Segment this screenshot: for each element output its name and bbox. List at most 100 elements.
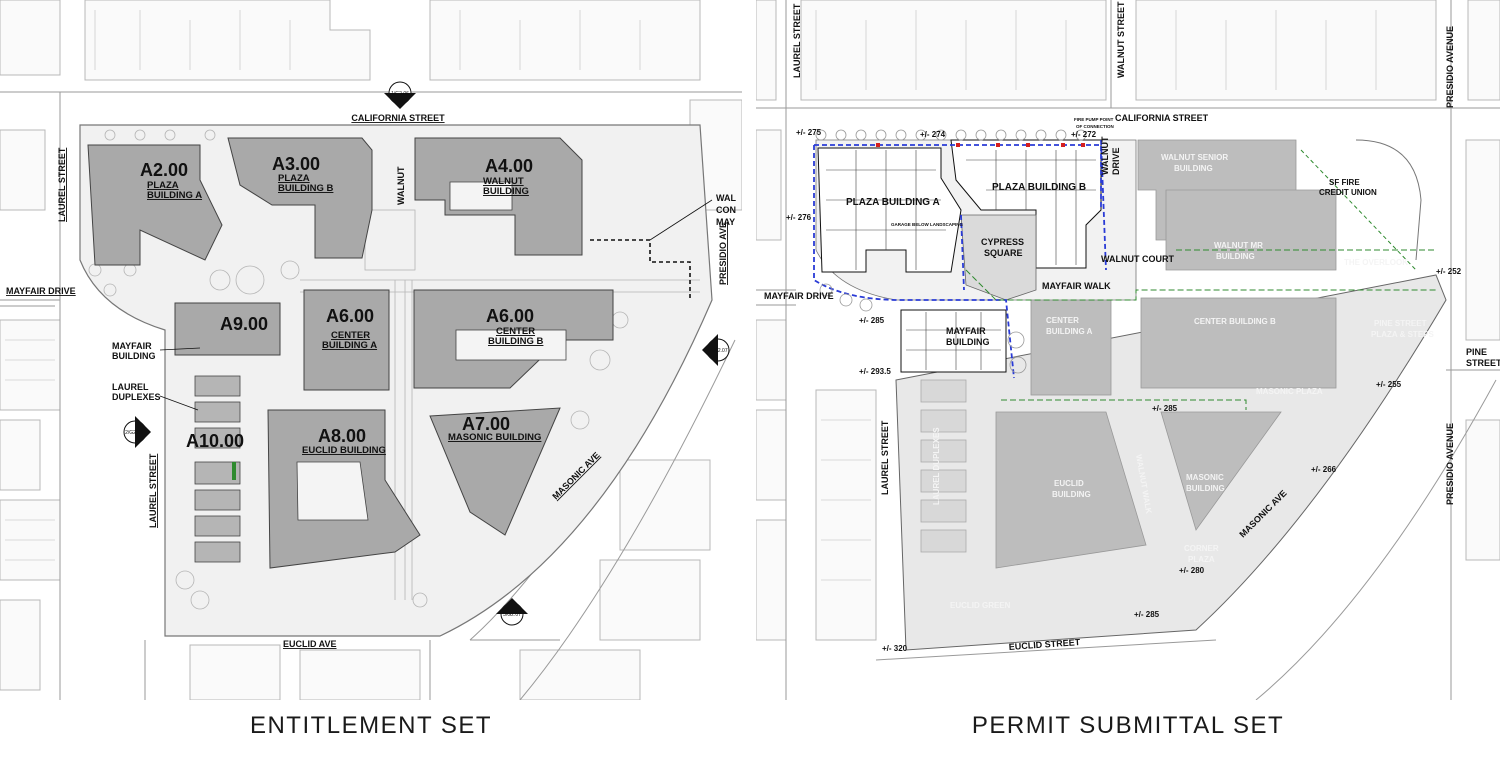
- callout-walnut-3: MAY: [716, 217, 735, 227]
- walnut-senior-label-2: BUILDING: [1174, 164, 1213, 173]
- garage-note: GARAGE BELOW LANDSCAPING: [891, 222, 963, 227]
- street-laurel-top: LAUREL STREET: [57, 147, 67, 222]
- elev-266: +/- 266: [1311, 465, 1337, 474]
- masonic-building-label-2: BUILDING: [1186, 484, 1225, 493]
- elev-280: +/- 280: [1179, 566, 1205, 575]
- building-a6-center-a: [303, 289, 390, 391]
- building-a7: [429, 407, 561, 536]
- center-building-b: [1140, 297, 1337, 389]
- street-presidio-top: PRESIDIO AVENUE: [1445, 26, 1455, 108]
- svg-text:1/G2.06: 1/G2.06: [391, 91, 409, 97]
- callout-walnut-leader: [649, 199, 713, 241]
- context-detail-right: [815, 10, 1377, 581]
- building-a9-code: A9.00: [220, 314, 268, 334]
- street-presidio: PRESIDIO AVE: [718, 222, 728, 285]
- elev-320: +/- 320: [882, 644, 908, 653]
- sf-fire-label-1: SF FIRE: [1329, 178, 1360, 187]
- future-buildings: [995, 139, 1337, 569]
- svg-text:4/A2.07: 4/A2.07: [710, 348, 727, 354]
- walnut-connection-path: [590, 239, 691, 300]
- cypress-square-area: [960, 214, 1037, 301]
- elev-274: +/- 274: [920, 130, 946, 139]
- section-marker-right: 4/A2.07: [702, 334, 730, 366]
- masonic-building-label-1: MASONIC: [1186, 473, 1224, 482]
- callout-mayfair-leader: [159, 347, 201, 351]
- street-euclid: EUCLID AVE: [283, 639, 337, 649]
- masonic-building: [1160, 411, 1282, 531]
- mayfair-building-label-2: BUILDING: [946, 337, 990, 347]
- pine-plaza-label-1: PINE STREET: [1374, 319, 1427, 328]
- mayfair-building-detailed: [900, 309, 1007, 373]
- section-marker-bottom: 3/G2.07: [496, 598, 528, 626]
- masonic-plaza-label: MASONIC PLAZA: [1256, 387, 1323, 396]
- building-a4-code: A4.00: [485, 156, 533, 176]
- svg-text:3/G2.07: 3/G2.07: [503, 612, 521, 618]
- center-a-label-1: CENTER: [1046, 316, 1079, 325]
- walnut-mr-label-2: BUILDING: [1216, 252, 1255, 261]
- building-a8-code: A8.00: [318, 426, 366, 446]
- callout-walnut-2: CON: [716, 205, 736, 215]
- svg-text:2/G2.06: 2/G2.06: [125, 430, 143, 436]
- center-building-a: [1030, 299, 1112, 396]
- building-a7-name1: MASONIC BUILDING: [448, 432, 541, 443]
- plaza-building-b-label: PLAZA BUILDING B: [992, 182, 1086, 193]
- fire-pump-label-2: OF CONNECTION: [1076, 124, 1114, 129]
- permit-site-plan-svg: PLAZA BUILDING A PLAZA BUILDING B CYPRES…: [756, 0, 1500, 700]
- fire-pump-label-1: FIRE PUMP POINT: [1074, 117, 1114, 122]
- building-a9: [174, 302, 281, 356]
- street-laurel-top-right: LAUREL STREET: [792, 3, 802, 78]
- elev-255: +/- 255: [1376, 380, 1402, 389]
- building-a6a-name1: CENTER: [331, 330, 370, 341]
- entitlement-set-caption: ENTITLEMENT SET: [249, 712, 493, 739]
- mayfair-walk-label: MAYFAIR WALK: [1042, 281, 1111, 291]
- building-a2-code: A2.00: [140, 160, 188, 180]
- floor-plan-lines: [826, 150, 1096, 370]
- street-walnut-drive-1: WALNUT: [1100, 136, 1110, 175]
- entitlement-set-plan: A2.00 PLAZA BUILDING A A3.00 PLAZA BUILD…: [0, 0, 742, 700]
- the-overlook-label: THE OVERLOOK: [1344, 258, 1408, 267]
- walnut-senior-label-1: WALNUT SENIOR: [1161, 153, 1228, 162]
- building-a3: [227, 137, 373, 259]
- street-california: CALIFORNIA STREET: [351, 113, 445, 123]
- callout-mayfair-2: BUILDING: [112, 351, 156, 361]
- street-trees: [815, 129, 1087, 374]
- callout-walnut-1: WAL: [716, 193, 736, 203]
- entitlement-site-plan-svg: A2.00 PLAZA BUILDING A A3.00 PLAZA BUILD…: [0, 0, 742, 700]
- laurel-duplexes-label: LAUREL DUPLEXES: [932, 427, 941, 505]
- cypress-square-label-2: SQUARE: [984, 248, 1023, 258]
- street-mayfair-right: MAYFAIR DRIVE: [764, 291, 834, 301]
- building-a6a-name2: BUILDING A: [322, 340, 377, 351]
- building-a3-code: A3.00: [272, 154, 320, 174]
- street-mayfair: MAYFAIR DRIVE: [6, 286, 76, 296]
- building-a6a-code: A6.00: [326, 306, 374, 326]
- elev-276: +/- 276: [786, 213, 812, 222]
- street-walnut: WALNUT: [396, 166, 406, 205]
- building-a4-name2: BUILDING: [483, 186, 529, 197]
- corner-plaza-label-2: PLAZA: [1188, 555, 1215, 564]
- fire-markers: [876, 143, 1085, 147]
- plaza-building-a: [817, 147, 962, 273]
- garage-limit-line: [965, 249, 1436, 410]
- euclid-green-label: EUCLID GREEN: [950, 601, 1011, 610]
- context-detail-lines: [5, 10, 641, 561]
- sf-fire-label-2: CREDIT UNION: [1319, 188, 1377, 197]
- green-accent: [232, 462, 236, 480]
- callout-mayfair-1: MAYFAIR: [112, 341, 152, 351]
- courtyards: [296, 181, 567, 521]
- section-marker-top: 1/G2.06: [384, 81, 416, 109]
- street-presidio-mid: PRESIDIO AVENUE: [1445, 423, 1455, 505]
- fire-access-route: [813, 139, 1107, 379]
- elev-272: +/- 272: [1071, 130, 1097, 139]
- callout-laurel-leader: [159, 395, 199, 411]
- street-pine-1: PINE: [1466, 347, 1487, 357]
- callout-laurel-2: DUPLEXES: [112, 392, 161, 402]
- permit-submittal-plan: PLAZA BUILDING A PLAZA BUILDING B CYPRES…: [756, 0, 1500, 700]
- building-a4-name1: WALNUT: [483, 176, 524, 187]
- euclid-building: [995, 411, 1147, 569]
- elev-285c: +/- 285: [1134, 610, 1160, 619]
- center-a-label-2: BUILDING A: [1046, 327, 1093, 336]
- building-a2-name2: BUILDING A: [147, 190, 202, 201]
- street-pine-2: STREET: [1466, 358, 1500, 368]
- elev-293: +/- 293.5: [859, 367, 891, 376]
- building-a6b-code: A6.00: [486, 306, 534, 326]
